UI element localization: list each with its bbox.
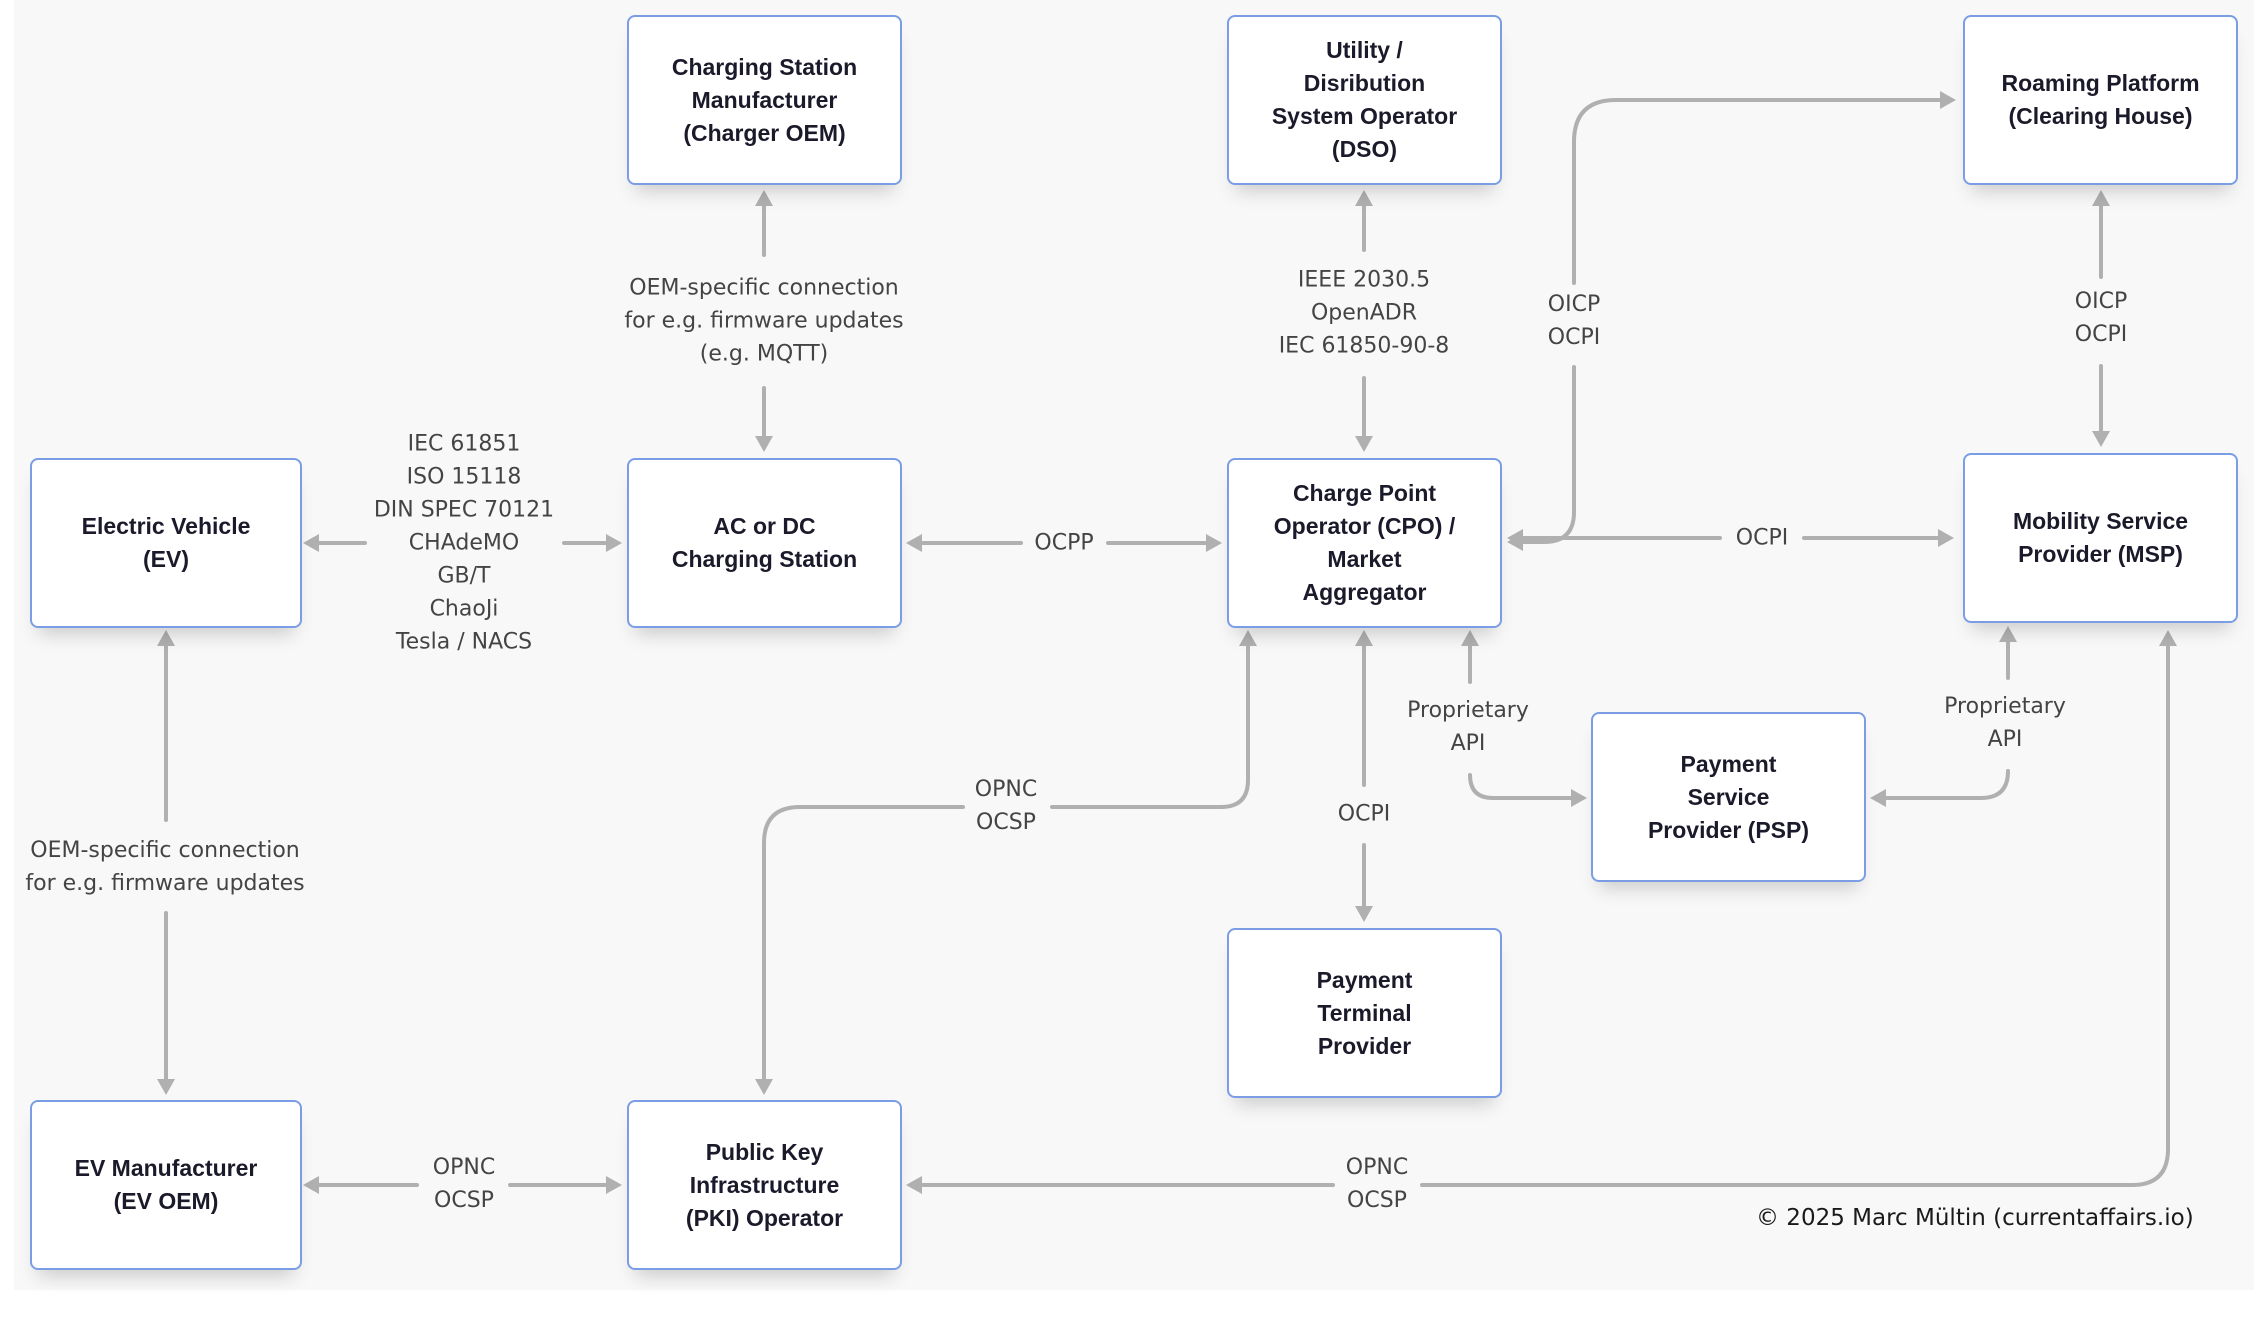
arrowhead [755,436,773,452]
node-payment-terminal[interactable]: Payment Terminal Provider [1227,928,1502,1098]
arrowhead [1870,789,1886,807]
arrowhead [1940,91,1956,109]
edge-label-pki-cpo: OPNC OCSP [970,773,1042,839]
node-charging-station[interactable]: AC or DC Charging Station [627,458,902,628]
edge-cpo-roaming-lower [1515,365,1576,544]
node-charger-oem[interactable]: Charging Station Manufacturer (Charger O… [627,15,902,185]
arrowhead [303,1176,319,1194]
arrowhead [1507,529,1523,547]
edge-label-ev-station: IEC 61851 ISO 15118 DIN SPEC 70121 CHAde… [369,427,559,659]
node-roaming-platform[interactable]: Roaming Platform (Clearing House) [1963,15,2238,185]
edge-label-cpo-psp: Proprietary API [1403,694,1533,760]
arrowhead [606,1176,622,1194]
node-pki-operator[interactable]: Public Key Infrastructure (PKI) Operator [627,1100,902,1270]
node-cpo[interactable]: Charge Point Operator (CPO) / Market Agg… [1227,458,1502,628]
arrowhead [1239,630,1257,646]
node-electric-vehicle[interactable]: Electric Vehicle (EV) [30,458,302,628]
arrowhead [2092,431,2110,447]
arrowhead [1999,626,2017,642]
arrowhead [1355,436,1373,452]
arrowhead [157,630,175,646]
edge-label-pki-msp: OPNC OCSP [1341,1151,1413,1217]
node-psp[interactable]: Payment Service Provider (PSP) [1591,712,1866,882]
edge-label-ev-evoem: OEM-specific connection for e.g. firmwar… [21,834,309,900]
arrowhead [1206,534,1222,552]
arrowhead [2159,630,2177,646]
node-ev-oem[interactable]: EV Manufacturer (EV OEM) [30,1100,302,1270]
node-dso[interactable]: Utility / Disribution System Operator (D… [1227,15,1502,185]
arrowhead [1355,190,1373,206]
edge-label-cpo-roaming: OICP OCPI [1543,288,1605,354]
arrowhead [606,534,622,552]
arrowhead [157,1079,175,1095]
arrowhead [1938,529,1954,547]
edge-msp-psp-lower [1878,769,2010,800]
copyright-notice: © 2025 Marc Mültin (currentaffairs.io) [1756,1205,2194,1231]
edge-pki-cpo-right [1050,638,1250,809]
arrowhead [906,534,922,552]
arrowhead [1355,906,1373,922]
arrowhead [755,1079,773,1095]
edge-label-msp-psp: Proprietary API [1940,690,2070,756]
arrowhead [755,190,773,206]
edge-cpo-roaming-upper [1572,98,1946,285]
edge-label-evoem-pki: OPNC OCSP [428,1151,500,1217]
edge-label-cpo-msp: OCPI [1731,521,1793,555]
edge-label-cpo-terminal: OCPI [1333,797,1395,831]
arrowhead [2092,190,2110,206]
node-msp[interactable]: Mobility Service Provider (MSP) [1963,453,2238,623]
edge-label-station-oem: OEM-specific connection for e.g. firmwar… [620,271,908,371]
edge-label-station-cpo: OCPP [1030,526,1098,560]
arrowhead [1461,630,1479,646]
arrowhead [906,1176,922,1194]
arrowhead [1571,789,1587,807]
arrowhead [1355,630,1373,646]
edge-cpo-psp-lower [1468,773,1579,800]
edge-pki-cpo-left [762,805,965,1087]
edge-label-cpo-dso: IEEE 2030.5 OpenADR IEC 61850-90-8 [1274,263,1454,363]
edge-pki-msp-right [1420,638,2170,1187]
arrowhead [303,534,319,552]
edge-label-msp-roaming: OICP OCPI [2070,285,2132,351]
